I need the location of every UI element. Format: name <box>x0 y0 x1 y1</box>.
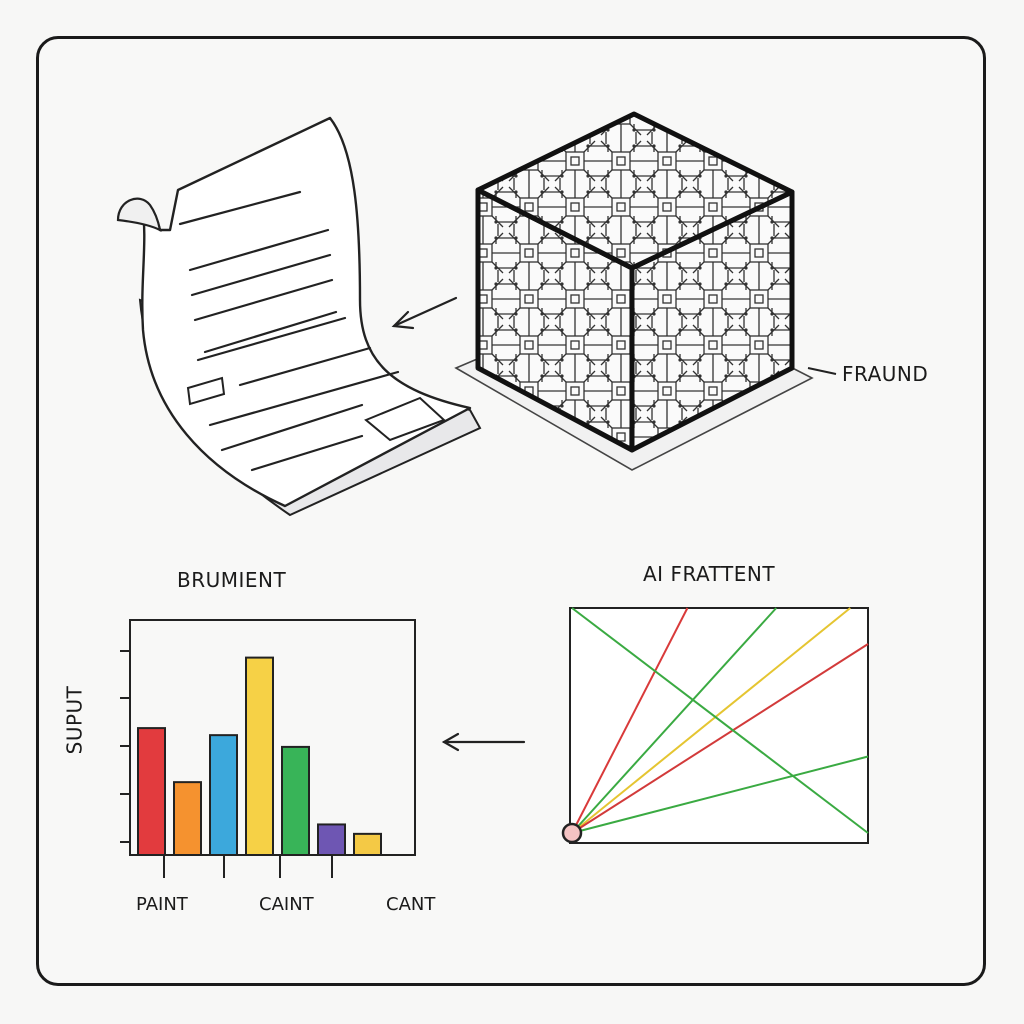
line-series-line <box>571 755 869 834</box>
bar-tick-label: PAINT <box>136 894 188 915</box>
bar-tick-label: CANT <box>386 894 436 915</box>
circuit-cube-illustration <box>454 111 837 471</box>
bar-tick-label: CAINT <box>259 894 314 915</box>
document-illustration <box>116 116 482 517</box>
line-chart-title: AI FRATTENT <box>643 562 776 586</box>
arrow-line-to-bar <box>441 732 526 752</box>
bar <box>353 832 382 856</box>
bar-x-ticks <box>163 855 333 878</box>
origin-marker <box>561 822 583 844</box>
bar-chart-ylabel: SUPUT <box>62 685 87 755</box>
bar-series <box>137 656 382 857</box>
bar <box>209 734 238 857</box>
line-series <box>571 607 869 834</box>
line-series-line <box>571 607 689 834</box>
bar-chart-title: BRUMIENT <box>177 568 287 592</box>
cube-label: FRAUND <box>842 362 929 386</box>
bar <box>137 727 166 856</box>
bar <box>173 781 202 857</box>
line-series-line <box>571 607 851 834</box>
arrow-cube-to-document <box>391 296 458 330</box>
bar <box>245 656 274 856</box>
bar <box>317 823 346 857</box>
line-series-line <box>571 643 869 834</box>
line-chart-frame <box>569 607 869 844</box>
line-series-line <box>571 607 869 834</box>
bar <box>281 745 310 857</box>
line-series-line <box>571 607 777 834</box>
